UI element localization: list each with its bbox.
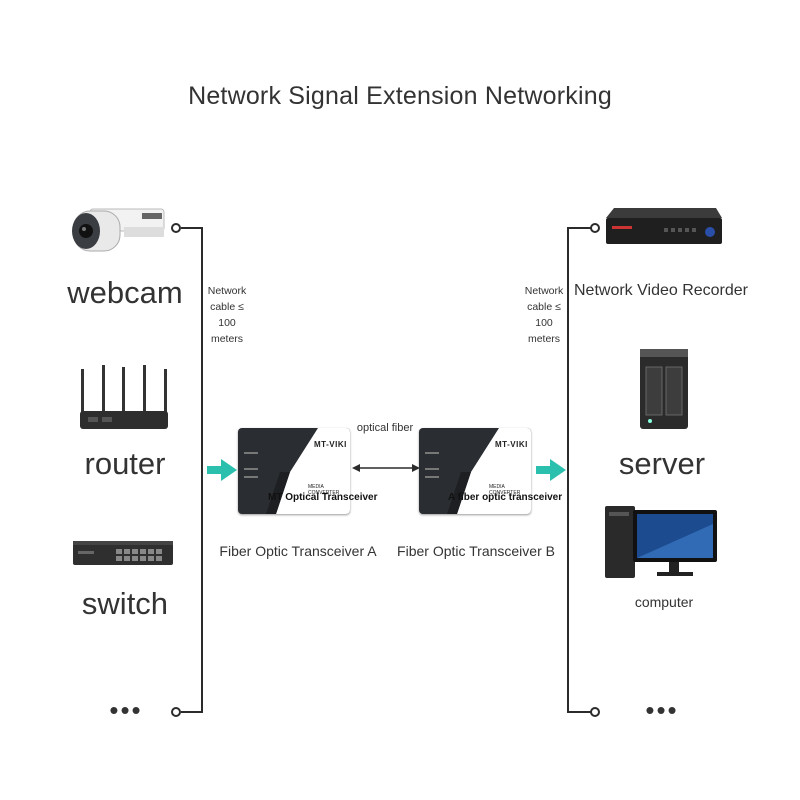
- bracket-line-right: [567, 227, 569, 713]
- diagram-title: Network Signal Extension Networking: [188, 82, 612, 110]
- more-devices-right: •••: [645, 695, 679, 725]
- transceiver-a-brand: MT-VIKI: [314, 440, 347, 449]
- bracket-line-left: [201, 227, 203, 713]
- bracket-line-bottom-right: [568, 711, 591, 713]
- led-indicator: [425, 452, 439, 454]
- fiber-label: optical fiber: [356, 422, 414, 434]
- transceiver-a-caption: Fiber Optic Transceiver A: [219, 543, 377, 559]
- transceiver-b-brand: MT-VIKI: [495, 440, 528, 449]
- led-indicator: [425, 476, 439, 478]
- server-icon: [640, 349, 688, 429]
- device-label-switch: switch: [81, 586, 169, 621]
- cable-note-line: 100: [535, 317, 553, 329]
- device-label-webcam: webcam: [67, 275, 183, 310]
- connector-node-bottom-right: [590, 707, 600, 717]
- led-indicator: [244, 468, 258, 470]
- device-label-server: server: [618, 446, 706, 481]
- transceiver-b-caption: Fiber Optic Transceiver B: [397, 543, 555, 559]
- transceiver-a-device: MT-VIKI MEDIA CONVERTER: [238, 428, 350, 514]
- cable-note-right: Network cable ≤ 100 meters: [514, 283, 574, 347]
- connector-node-bottom-left: [171, 707, 181, 717]
- transceiver-b-overlay-label: A fiber optic transceiver: [448, 492, 563, 503]
- transceiver-b-device: MT-VIKI MEDIA CONVERTER: [419, 428, 531, 514]
- cable-note-line: Network: [524, 285, 564, 297]
- connector-node-top-left: [171, 223, 181, 233]
- led-indicator: [244, 476, 258, 478]
- cable-note-line: meters: [210, 333, 244, 345]
- cable-note-line: 100: [218, 317, 236, 329]
- cable-note-line: cable ≤: [527, 301, 561, 313]
- router-icon: [80, 365, 168, 429]
- bracket-line-bottom-left: [181, 711, 203, 713]
- signal-arrow-left: [207, 459, 237, 481]
- bracket-line-top-right: [568, 227, 591, 229]
- transceiver-b-panel-text: MEDIA CONVERTER: [489, 484, 521, 496]
- bracket-line-top-left: [181, 227, 203, 229]
- nvr-icon: [606, 208, 722, 244]
- led-indicator: [244, 452, 258, 454]
- fiber-link-arrow: [352, 464, 420, 472]
- device-label-router: router: [84, 446, 166, 481]
- webcam-icon: [72, 208, 165, 252]
- signal-arrow-right: [536, 459, 566, 481]
- transceiver-a-overlay-label: MT Optical Transceiver: [268, 492, 378, 503]
- cable-note-line: meters: [527, 333, 561, 345]
- device-label-nvr: Network Video Recorder: [574, 282, 749, 299]
- cable-note-left: Network cable ≤ 100 meters: [197, 283, 257, 347]
- transceiver-a-panel-text: MEDIA CONVERTER: [308, 484, 340, 496]
- computer-icon: [605, 506, 717, 578]
- connector-node-top-right: [590, 223, 600, 233]
- more-devices-left: •••: [109, 695, 143, 725]
- switch-icon: [73, 541, 173, 565]
- cable-note-line: Network: [207, 285, 247, 297]
- cable-note-line: cable ≤: [210, 301, 244, 313]
- led-indicator: [425, 468, 439, 470]
- device-label-computer: computer: [634, 594, 694, 610]
